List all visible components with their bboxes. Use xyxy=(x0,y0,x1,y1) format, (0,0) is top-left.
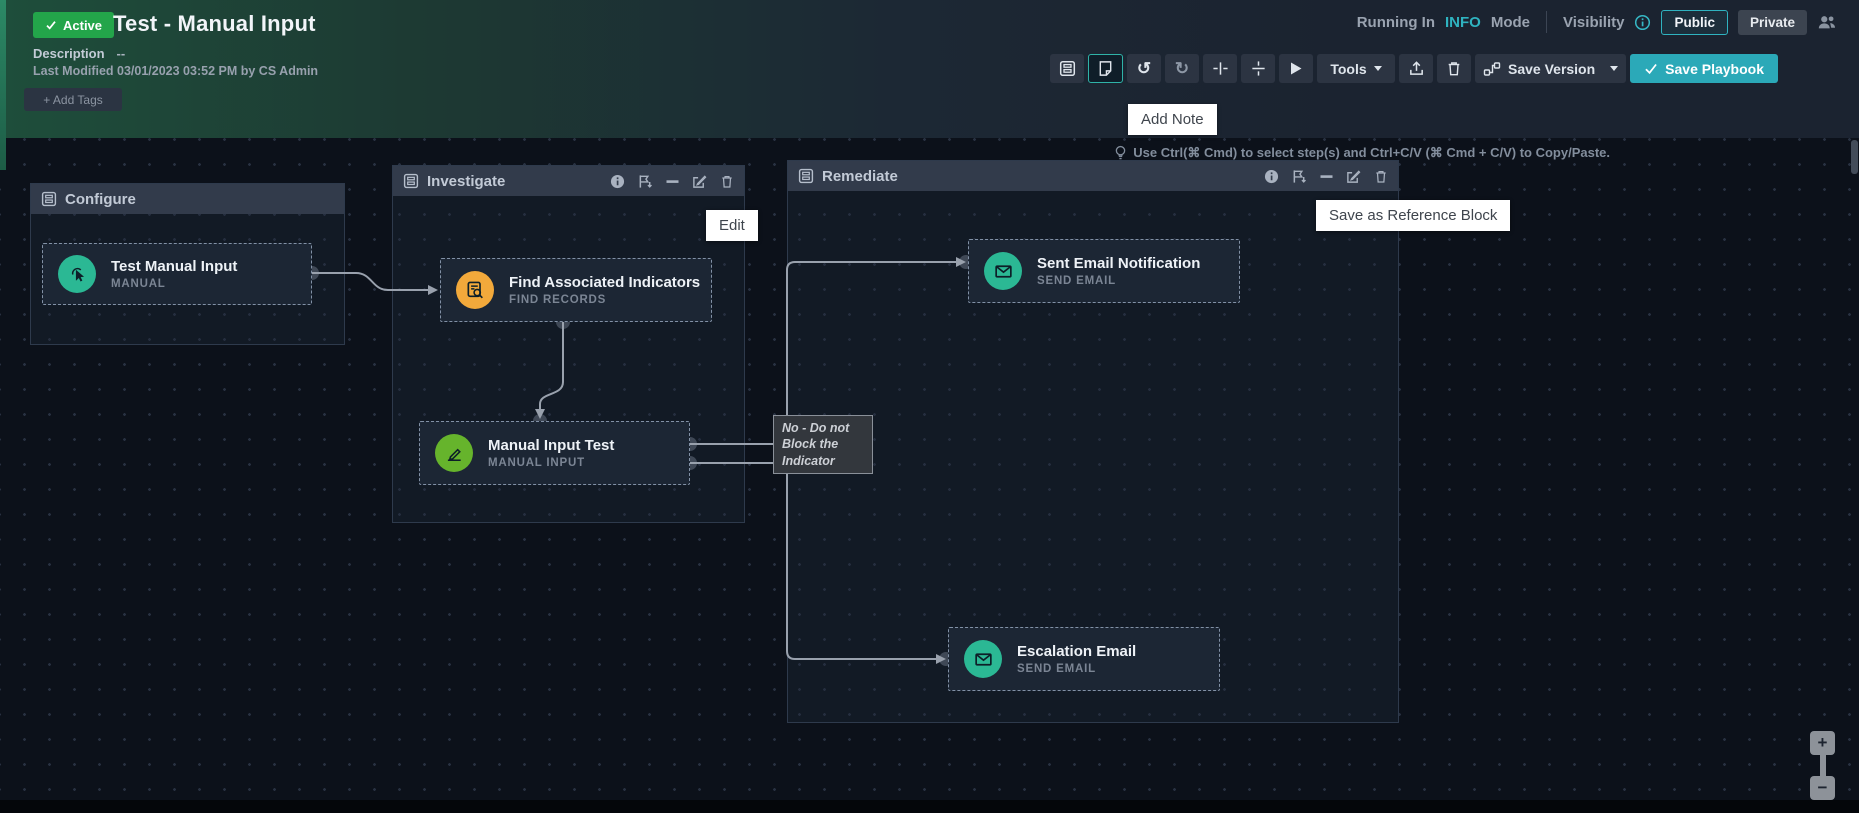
visibility-public-button[interactable]: Public xyxy=(1661,10,1728,35)
align-horizontal-icon xyxy=(1212,60,1229,77)
version-branch-icon xyxy=(1483,61,1501,77)
reference-block-button[interactable] xyxy=(1050,54,1084,83)
step-test-manual-input[interactable]: Test Manual Input MANUAL xyxy=(42,243,312,305)
save-as-reference-tooltip: Save as Reference Block xyxy=(1316,200,1510,231)
step-type: SEND EMAIL xyxy=(1017,663,1136,675)
export-icon xyxy=(1408,60,1425,77)
edge-condition-label[interactable]: No - Do not Block the Indicator xyxy=(773,415,873,474)
email-icon xyxy=(984,252,1022,290)
save-playbook-label: Save Playbook xyxy=(1665,61,1764,77)
check-icon xyxy=(1644,62,1658,75)
visibility-label: Visibility xyxy=(1563,14,1624,31)
step-manual-input-test[interactable]: Manual Input Test MANUAL INPUT xyxy=(419,421,690,485)
step-type: SEND EMAIL xyxy=(1037,275,1200,287)
page-title: Test - Manual Input xyxy=(113,11,316,37)
running-mode-value: INFO xyxy=(1445,14,1481,31)
zoom-controls: + − xyxy=(1810,731,1835,800)
step-type: MANUAL xyxy=(111,278,237,290)
add-note-button[interactable] xyxy=(1088,54,1123,83)
add-tags-button[interactable]: + Add Tags xyxy=(24,88,122,111)
step-title: Test Manual Input xyxy=(111,258,237,275)
last-modified-text: Last Modified 03/01/2023 03:52 PM by CS … xyxy=(33,64,318,78)
playbook-header: Active Test - Manual Input Description -… xyxy=(0,0,1859,138)
edit-tooltip: Edit xyxy=(706,210,758,241)
vertical-scrollbar[interactable] xyxy=(1851,140,1858,174)
visibility-private-button[interactable]: Private xyxy=(1738,10,1807,35)
block-icon xyxy=(1059,60,1076,77)
step-title: Sent Email Notification xyxy=(1037,255,1200,272)
tools-label: Tools xyxy=(1330,61,1366,77)
step-type: MANUAL INPUT xyxy=(488,457,614,469)
undo-button[interactable]: ↺ xyxy=(1127,54,1161,83)
canvas-hint-text: Use Ctrl(⌘ Cmd) to select step(s) and Ct… xyxy=(1133,145,1610,161)
zoom-bar xyxy=(1820,755,1826,776)
check-icon xyxy=(45,19,57,31)
save-version-label: Save Version xyxy=(1508,61,1595,77)
description-value: -- xyxy=(117,46,126,61)
bottom-bar xyxy=(0,800,1859,813)
note-icon xyxy=(1097,60,1114,77)
info-icon[interactable] xyxy=(1634,14,1651,31)
play-icon xyxy=(1289,61,1303,76)
zoom-out-button[interactable]: − xyxy=(1810,776,1835,800)
manual-action-icon xyxy=(58,255,96,293)
lightbulb-icon xyxy=(1113,145,1128,161)
save-playbook-button[interactable]: Save Playbook xyxy=(1630,54,1778,83)
chevron-down-icon[interactable] xyxy=(1610,66,1618,71)
trash-icon xyxy=(1446,60,1462,77)
align-vertical-button[interactable] xyxy=(1241,54,1275,83)
export-button[interactable] xyxy=(1399,54,1433,83)
chevron-down-icon xyxy=(1374,66,1382,71)
step-type: FIND RECORDS xyxy=(509,294,700,306)
pencil-icon xyxy=(435,434,473,472)
status-badge[interactable]: Active xyxy=(33,12,114,38)
find-records-icon xyxy=(456,271,494,309)
run-playbook-button[interactable] xyxy=(1279,54,1313,83)
step-escalation-email[interactable]: Escalation Email SEND EMAIL xyxy=(948,627,1220,691)
description-label: Description xyxy=(33,46,105,61)
email-icon xyxy=(964,640,1002,678)
connector-lines xyxy=(0,138,1859,800)
add-note-tooltip: Add Note xyxy=(1128,104,1217,135)
status-badge-label: Active xyxy=(63,18,102,33)
step-title: Manual Input Test xyxy=(488,437,614,454)
running-mode-suffix: Mode xyxy=(1491,14,1530,31)
running-in-label: Running In xyxy=(1357,14,1435,31)
playbook-canvas[interactable]: Use Ctrl(⌘ Cmd) to select step(s) and Ct… xyxy=(0,138,1859,800)
step-title: Escalation Email xyxy=(1017,643,1136,660)
step-find-associated-indicators[interactable]: Find Associated Indicators FIND RECORDS xyxy=(440,258,712,322)
divider xyxy=(1546,11,1547,33)
save-version-button[interactable]: Save Version xyxy=(1475,54,1626,83)
left-accent-strip xyxy=(0,0,6,170)
editor-toolbar: ↺ ↻ Tools Save Version Save Playbook xyxy=(1050,54,1778,83)
redo-button[interactable]: ↻ xyxy=(1165,54,1199,83)
delete-button[interactable] xyxy=(1437,54,1471,83)
align-vertical-icon xyxy=(1250,60,1267,77)
step-sent-email-notification[interactable]: Sent Email Notification SEND EMAIL xyxy=(968,239,1240,303)
zoom-in-button[interactable]: + xyxy=(1810,731,1835,755)
undo-icon: ↺ xyxy=(1137,60,1151,77)
align-horizontal-button[interactable] xyxy=(1203,54,1237,83)
step-title: Find Associated Indicators xyxy=(509,274,700,291)
tools-dropdown[interactable]: Tools xyxy=(1317,54,1395,83)
redo-icon: ↻ xyxy=(1175,60,1189,77)
users-icon[interactable] xyxy=(1817,13,1837,31)
